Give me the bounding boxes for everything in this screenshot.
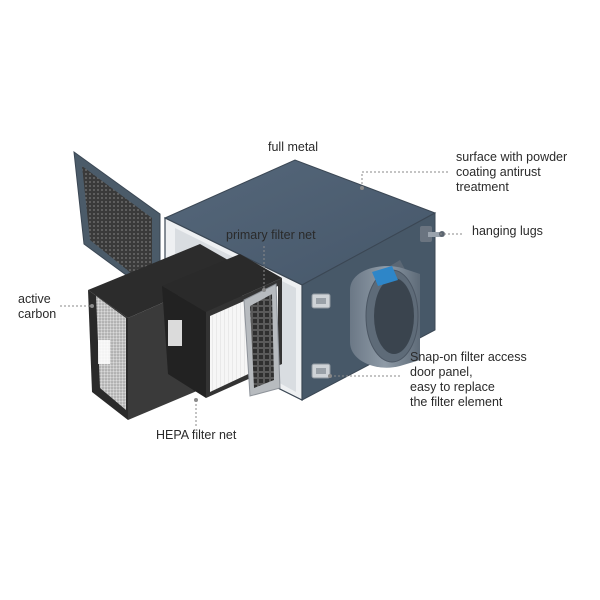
hepa-filter <box>162 254 282 398</box>
callout-hepa-filter-net: HEPA filter net <box>156 428 237 442</box>
primary-filter-net <box>243 283 281 397</box>
callout-hanging-lugs: hanging lugs <box>472 224 543 238</box>
callout-primary-filter-net: primary filter net <box>226 228 316 242</box>
door-latch-lower <box>311 363 331 379</box>
door-latch-upper <box>311 293 331 309</box>
callout-snap-on-door: Snap-on filter access door panel, easy t… <box>410 350 527 409</box>
callout-active-carbon: active carbon <box>18 292 57 321</box>
air-outlet-duct <box>350 266 420 368</box>
callout-surface-treatment: surface with powder coating antirust tre… <box>456 150 568 194</box>
callout-full-metal: full metal <box>268 140 319 154</box>
